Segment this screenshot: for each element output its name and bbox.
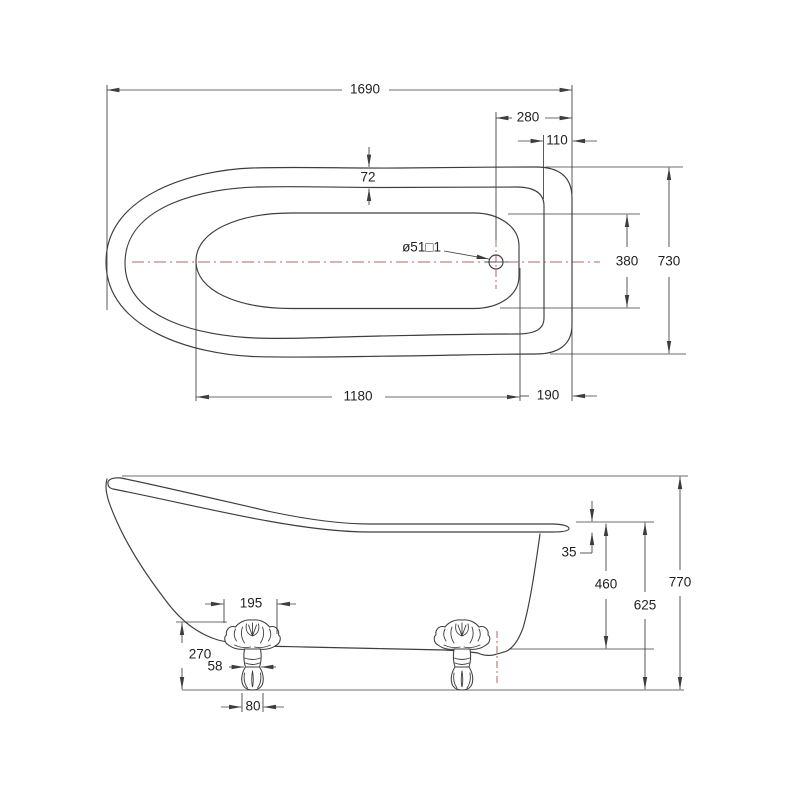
dim-inner-width: 380: [616, 254, 639, 269]
dim-inner-depth: 460: [595, 577, 618, 592]
dim-foot-crown-width: 195: [240, 596, 263, 611]
tub-rim-inner-outline: [124, 186, 545, 340]
dim-770-mask: [665, 575, 695, 591]
dim-overall-width: 730: [658, 254, 681, 269]
dim-underside-height: 270: [189, 647, 212, 662]
drain-leader-line: [443, 250, 490, 260]
dim-rim-thickness: 35: [561, 545, 576, 560]
clawfoot-back: [433, 619, 491, 691]
dim-inner-length: 1180: [343, 389, 372, 404]
drain-diameter-label: ø51□1: [402, 240, 441, 255]
tub-rim-profile: [107, 477, 570, 533]
dim-drain-to-right-end: 280: [517, 110, 540, 125]
dim-overall-height: 770: [669, 575, 692, 590]
dim-730-mask: [654, 254, 684, 270]
dim-270-mask: [186, 647, 215, 663]
dim-rim-height: 625: [634, 598, 657, 613]
dim-inner-to-right-end: 190: [537, 388, 560, 403]
elevation-view: 35 460 625 770 270 195 58 80: [105, 475, 695, 714]
dim-rim-width: 72: [360, 170, 375, 185]
dim-380-mask: [612, 254, 642, 270]
dim-foot-ankle-width: 58: [207, 659, 222, 674]
dim-foot-base-width: 80: [245, 699, 260, 714]
dim-overall-length: 1690: [350, 82, 380, 97]
dim-rim-overhang-right: 110: [546, 133, 568, 148]
tub-basin-outline: [195, 212, 520, 310]
dim-460-mask: [591, 577, 621, 593]
clawfoot-front: [224, 619, 281, 691]
plan-view: 1690 280 110 72 ø51□1 380 730 1180: [105, 82, 686, 404]
tub-body-profile: [105, 478, 541, 656]
dim-625-mask: [630, 598, 660, 614]
